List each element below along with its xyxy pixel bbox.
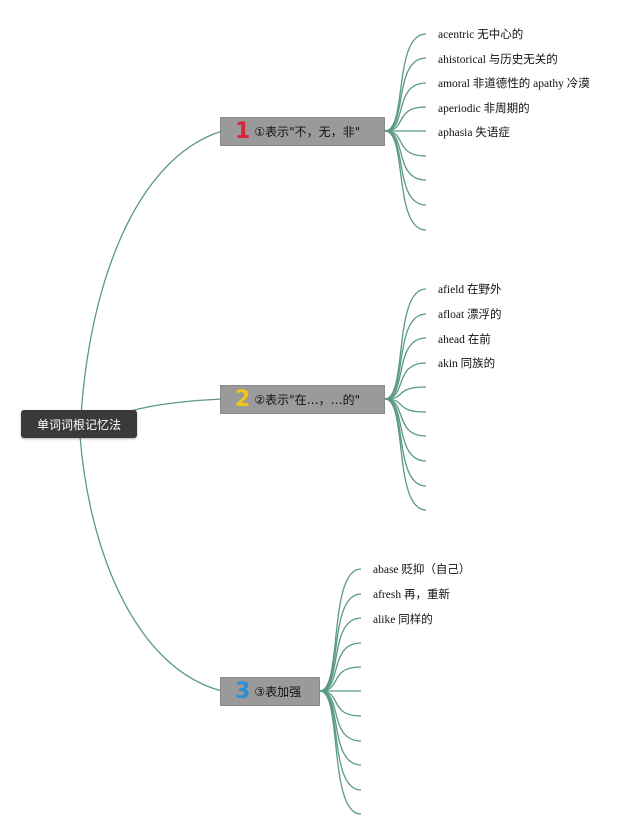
number-1-icon: 1 bbox=[235, 118, 251, 144]
connector-line bbox=[319, 642, 362, 692]
root-label: 单词词根记忆法 bbox=[36, 417, 121, 432]
connector-line bbox=[319, 617, 362, 692]
leaf-item[interactable]: ahistorical 与历史无关的 bbox=[438, 54, 558, 66]
leaf-item[interactable]: afloat 漂浮的 bbox=[438, 309, 502, 321]
connector-line bbox=[319, 593, 362, 692]
root-node[interactable]: 单词词根记忆法 bbox=[21, 410, 137, 438]
leaf-item[interactable]: afield 在野外 bbox=[438, 284, 502, 296]
branch-node-3[interactable]: 3 ③表加强 bbox=[220, 677, 320, 706]
connector-line bbox=[384, 106, 427, 132]
connector-line bbox=[384, 313, 427, 400]
connector-line bbox=[384, 288, 427, 400]
connector-line bbox=[319, 690, 362, 815]
connector-line bbox=[79, 435, 223, 692]
branch-node-1[interactable]: 1 ①表示"不，无，非" bbox=[220, 117, 385, 146]
connector-line bbox=[384, 57, 427, 132]
branch-label-3: ③表加强 bbox=[254, 685, 302, 699]
connector-line bbox=[384, 398, 427, 511]
connector-line bbox=[79, 130, 223, 437]
leaf-item[interactable]: acentric 无中心的 bbox=[438, 29, 524, 41]
connector-line bbox=[384, 398, 427, 437]
leaf-item[interactable]: amoral 非道德性的 apathy 冷漠 bbox=[438, 78, 590, 90]
branch-label-2: ②表示"在…，…的" bbox=[254, 393, 361, 407]
connector-line bbox=[319, 568, 362, 692]
connector-line bbox=[384, 130, 427, 231]
branch-label-1: ①表示"不，无，非" bbox=[254, 125, 361, 139]
leaf-item[interactable]: abase 贬抑（自己） bbox=[373, 564, 471, 576]
branch-node-2[interactable]: 2 ②表示"在…，…的" bbox=[220, 385, 385, 414]
leaf-item[interactable]: akin 同族的 bbox=[438, 358, 496, 370]
leaf-item[interactable]: afresh 再，重新 bbox=[373, 589, 450, 601]
leaf-item[interactable]: ahead 在前 bbox=[438, 334, 491, 346]
number-2-icon: 2 bbox=[235, 386, 251, 412]
connector-line bbox=[384, 33, 427, 132]
connector-line bbox=[319, 666, 362, 692]
leaf-item[interactable]: aphasia 失语症 bbox=[438, 127, 510, 139]
leaf-item[interactable]: aperiodic 非周期的 bbox=[438, 103, 530, 115]
leaf-item[interactable]: alike 同样的 bbox=[373, 614, 433, 626]
connector-line bbox=[384, 362, 427, 400]
connector-line bbox=[384, 337, 427, 400]
number-3-icon: 3 bbox=[235, 678, 251, 704]
connector-line bbox=[384, 82, 427, 132]
